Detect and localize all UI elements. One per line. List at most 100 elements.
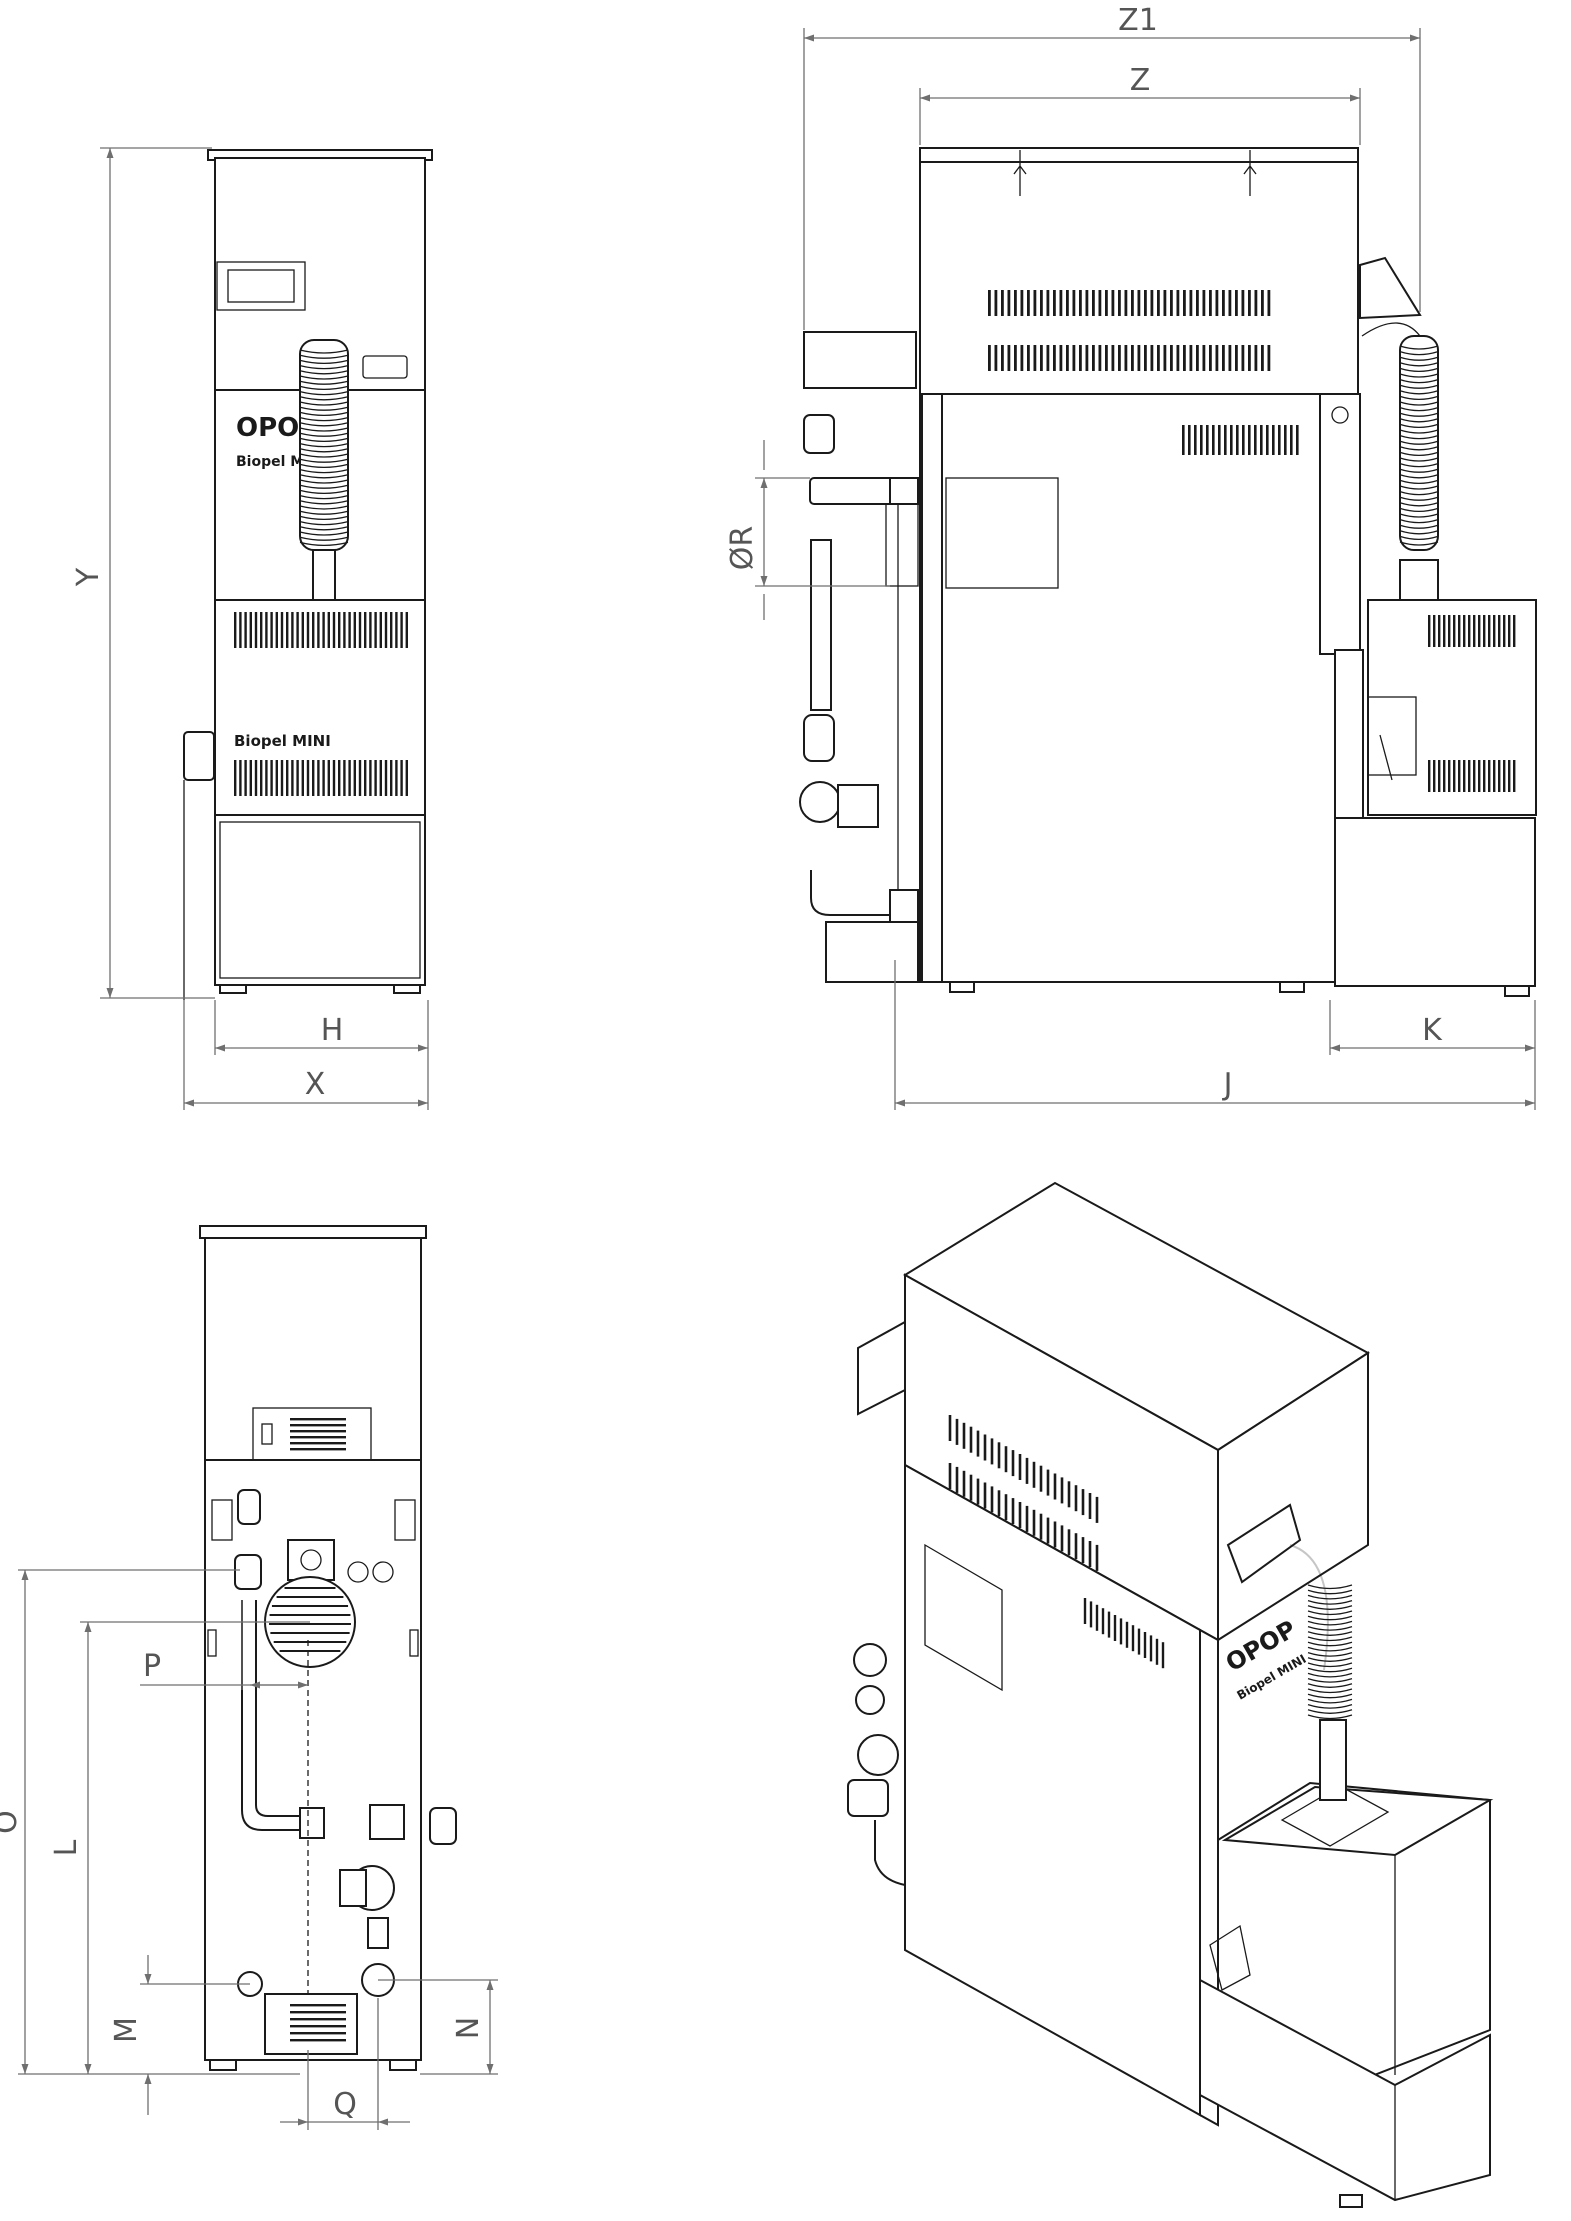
vent-slot <box>1228 290 1232 316</box>
hose-rib <box>299 354 349 359</box>
hose-rib <box>299 396 349 401</box>
vent-slot <box>1453 760 1456 792</box>
vent-slot <box>1124 290 1128 316</box>
hose-rib <box>299 500 349 505</box>
vent-slot <box>1267 345 1271 371</box>
vent-slot <box>1215 290 1219 316</box>
vent-slot <box>290 1424 346 1427</box>
vent-slot <box>1212 425 1215 455</box>
hose-rib <box>1399 395 1439 401</box>
vent-slot <box>1272 425 1275 455</box>
vent-slot <box>1498 760 1501 792</box>
vent-slot <box>988 290 991 316</box>
hose-rib <box>299 416 349 422</box>
dimension-label-m: M <box>109 2017 144 2043</box>
vent-slot <box>244 612 247 648</box>
hose-rib <box>1307 1620 1353 1626</box>
vent-slot <box>384 760 388 796</box>
vent-slot <box>994 345 998 371</box>
dimension-label-z: Z <box>1130 63 1151 98</box>
hose-rib <box>1399 496 1439 501</box>
vent-slot <box>1428 760 1431 792</box>
hose-rib <box>1399 502 1439 507</box>
hose-rib <box>299 489 349 495</box>
vent-slot <box>260 760 263 796</box>
vent-slot <box>1001 345 1004 371</box>
hose-rib <box>1399 401 1439 406</box>
vent-slot <box>379 760 382 796</box>
vent-slot <box>994 290 998 316</box>
vent-slot <box>1284 425 1287 455</box>
dimension-label-n: N <box>451 2017 486 2039</box>
hose-rib <box>1399 468 1439 473</box>
hose-rib <box>299 442 349 448</box>
vent-slot <box>390 760 393 796</box>
front-view: OPOP Biopel MINI Biopel MINI <box>183 149 433 1000</box>
vent-slot <box>1458 615 1461 647</box>
vent-slot <box>1468 760 1471 792</box>
vent-slot <box>1488 760 1491 792</box>
vent-slot <box>1098 290 1102 316</box>
hose-rib <box>1399 356 1439 361</box>
hose-rib <box>1399 541 1439 546</box>
vent-slot <box>358 760 362 796</box>
vent-slot <box>358 612 362 648</box>
vent-slot <box>1053 345 1056 371</box>
vent-slot <box>1209 290 1212 316</box>
vent-slot <box>1508 615 1511 647</box>
hose-rib <box>299 515 349 521</box>
vent-slot <box>1483 760 1486 792</box>
hose-rib <box>299 375 349 380</box>
vent-slot <box>1296 425 1299 455</box>
vent-slot <box>1189 345 1193 371</box>
vent-slot <box>1433 760 1436 792</box>
hose-rib <box>1307 1714 1353 1720</box>
hose-rib <box>1399 418 1439 423</box>
vent-slot <box>1182 425 1185 455</box>
hose-rib <box>299 359 349 365</box>
vent-slot <box>1196 345 1199 371</box>
vent-slot <box>291 612 294 648</box>
vent-slot <box>280 612 284 648</box>
vent-slot <box>1483 615 1486 647</box>
hose-rib <box>299 526 349 531</box>
vent-slot <box>322 612 325 648</box>
vent-slot <box>1189 290 1193 316</box>
rear-view-dimensions: O L P M N Q <box>0 1569 498 2130</box>
vent-slot <box>1033 290 1037 316</box>
hose-rib <box>299 385 349 391</box>
vent-slot <box>348 612 351 648</box>
hose-rib <box>1399 412 1439 417</box>
vent-slot <box>1222 345 1225 371</box>
hose-rib <box>299 505 349 510</box>
side-vent-slots-row-2 <box>988 345 1271 371</box>
vent-slot <box>312 760 315 796</box>
vent-slot <box>1242 425 1245 455</box>
front-vent-slots-lower <box>234 760 408 796</box>
hose-rib <box>299 401 349 406</box>
vent-slot <box>1261 345 1264 371</box>
hose-rib <box>299 370 349 375</box>
iso-feed-hose <box>1307 1584 1353 1720</box>
vent-slot <box>395 760 398 796</box>
vent-slot <box>343 760 346 796</box>
vent-slot <box>290 2018 346 2021</box>
side-view <box>799 147 1537 997</box>
vent-slot <box>384 612 388 648</box>
dimension-label-x: X <box>305 1067 326 1102</box>
hose-rib <box>1399 530 1439 535</box>
vent-slot <box>1118 345 1121 371</box>
vent-slot <box>1124 345 1128 371</box>
hose-rib <box>299 380 349 385</box>
vent-slot <box>1478 760 1481 792</box>
vent-slot <box>369 612 372 648</box>
hose-rib <box>1307 1698 1353 1704</box>
vent-slot <box>1438 615 1441 647</box>
vent-slot <box>1157 345 1160 371</box>
vent-slot <box>1085 290 1089 316</box>
vent-slot <box>1443 760 1446 792</box>
vent-slot <box>1248 290 1251 316</box>
hose-rib <box>299 422 349 427</box>
vent-slot <box>988 345 991 371</box>
vent-slot <box>306 612 310 648</box>
